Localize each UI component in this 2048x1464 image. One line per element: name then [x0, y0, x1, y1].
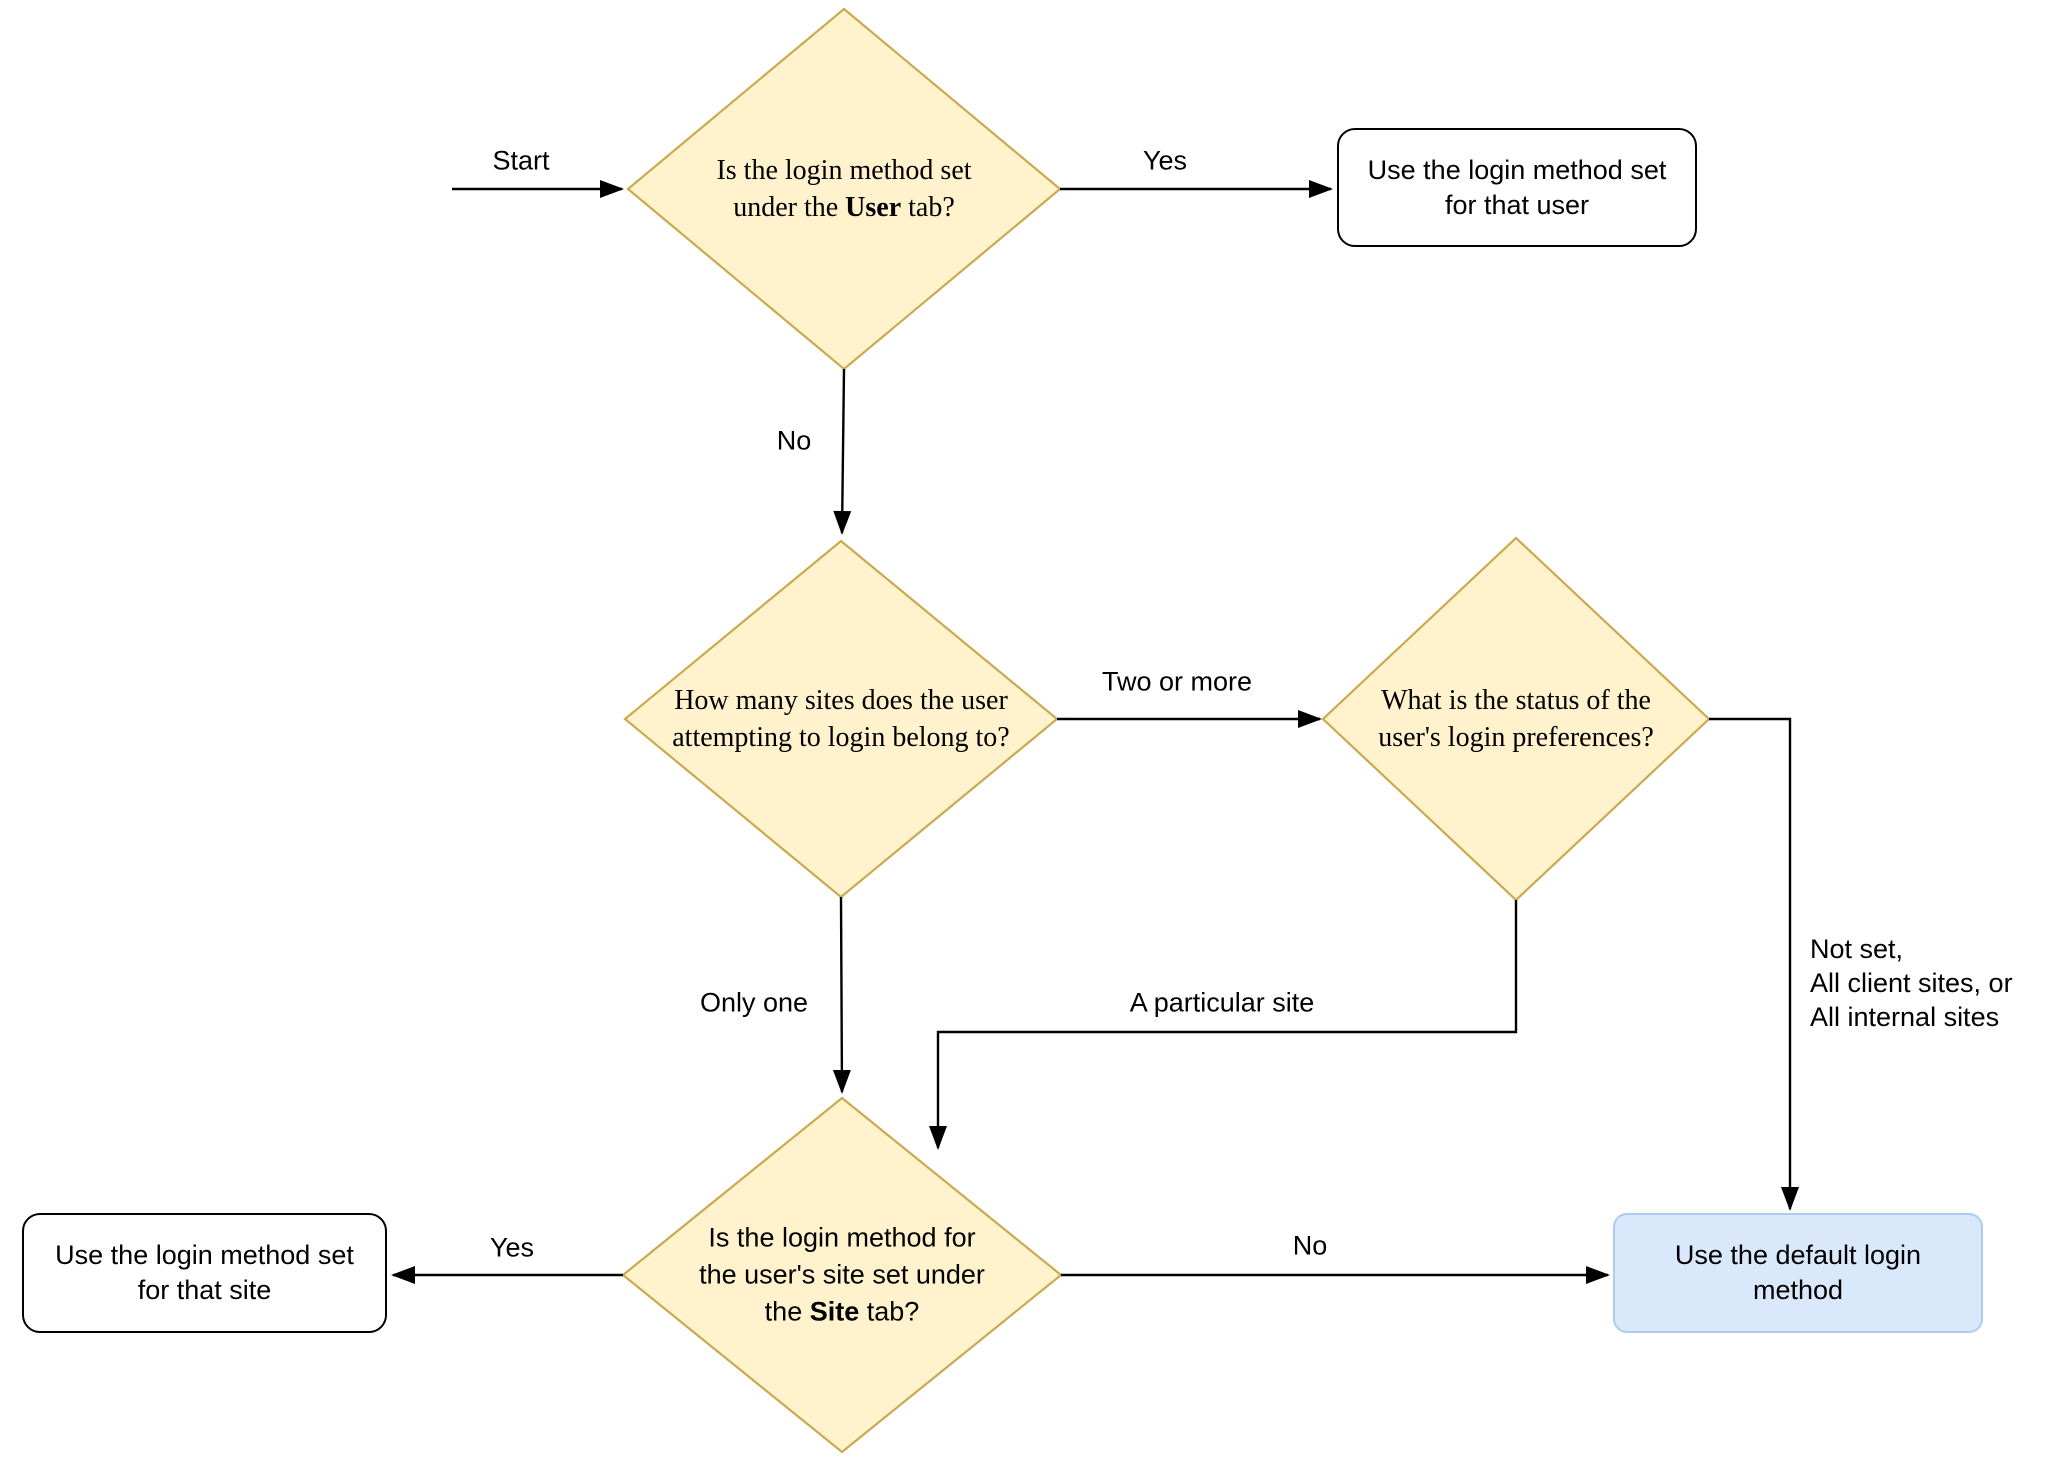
edge-label-not-set: Not set, All client sites, or All intern… [1810, 934, 2013, 1032]
terminal-use-site-method: Use the login method set for that site [22, 1213, 387, 1333]
decision-user-tab-label: Is the login method set under the User t… [716, 155, 972, 223]
edge-not-set [1709, 717, 1799, 1211]
decision-site-count-label: How many sites does the user attempting … [672, 685, 1010, 753]
edge-label-only-one: Only one [699, 987, 809, 1018]
edge-no-user [833, 368, 852, 535]
edge-label-yes-user: Yes [1142, 145, 1188, 176]
terminal-use-user-method-label: Use the login method set for that user [1367, 154, 1667, 220]
terminal-use-default-method: Use the default login method [1613, 1213, 1983, 1333]
edge-label-two-or-more: Two or more [1101, 666, 1253, 697]
edge-particular-site [929, 900, 1518, 1150]
terminal-use-default-method-label: Use the default login method [1674, 1240, 1922, 1305]
edge-label-start: Start [492, 145, 550, 176]
decision-site-tab-label: Is the login method for the user's site … [699, 1222, 985, 1327]
edge-label-yes-site: Yes [489, 1232, 535, 1263]
decision-site-tab-shape [621, 1096, 1063, 1454]
edge-label-particular-site: A particular site [1129, 987, 1315, 1018]
edge-only-one [832, 896, 851, 1094]
edge-label-no-user: No [776, 425, 812, 456]
edge-label-no-site: No [1292, 1230, 1328, 1261]
terminal-use-user-method: Use the login method set for that user [1337, 128, 1697, 247]
terminal-use-site-method-label: Use the login method set for that site [55, 1240, 354, 1305]
decision-login-prefs-label: What is the status of the user's login p… [1378, 685, 1654, 753]
